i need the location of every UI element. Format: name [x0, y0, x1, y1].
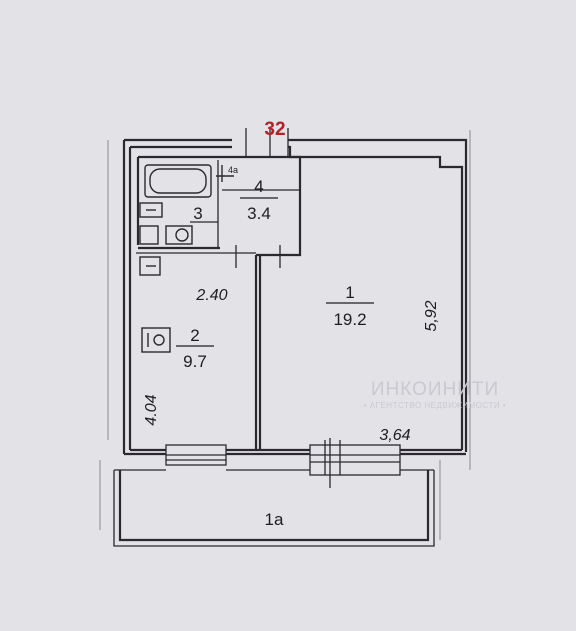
context-lines — [99, 130, 471, 540]
room-4-number: 4 — [254, 177, 263, 196]
windows — [165, 438, 401, 488]
room-1-width-dimension: 3,64 — [379, 427, 410, 444]
watermark-tagline: • АГЕНТСТВО НЕДВИЖИМОСТИ • — [364, 401, 506, 410]
room-2-length-dimension: 4.04 — [143, 394, 160, 425]
hallway-sink-icon — [139, 256, 161, 276]
vent-icon — [216, 165, 234, 182]
stove-icon — [141, 327, 171, 353]
room-2-number: 2 — [190, 326, 199, 345]
toilet-icon — [139, 225, 193, 245]
watermark-name: ИНКОИНИТИ — [371, 379, 499, 400]
room-1-length-dimension: 5,92 — [423, 300, 440, 331]
room-1-area: 19.2 — [333, 310, 366, 329]
balcony — [113, 469, 435, 547]
apartment-number: 32 — [264, 119, 285, 140]
sink-icon — [139, 202, 163, 218]
room-1-number: 1 — [345, 283, 354, 302]
fraction-lines — [176, 197, 374, 347]
room-3-number: 3 — [193, 204, 202, 223]
room-2-width-dimension: 2.40 — [195, 287, 227, 304]
room-4a-number: 4a — [228, 165, 238, 175]
room-4-area: 3.4 — [247, 204, 271, 223]
interior-walls — [136, 128, 302, 450]
balcony-number: 1a — [265, 510, 284, 529]
room-2-area: 9.7 — [183, 352, 207, 371]
exterior-walls — [122, 138, 468, 456]
bathtub-icon — [144, 164, 212, 198]
